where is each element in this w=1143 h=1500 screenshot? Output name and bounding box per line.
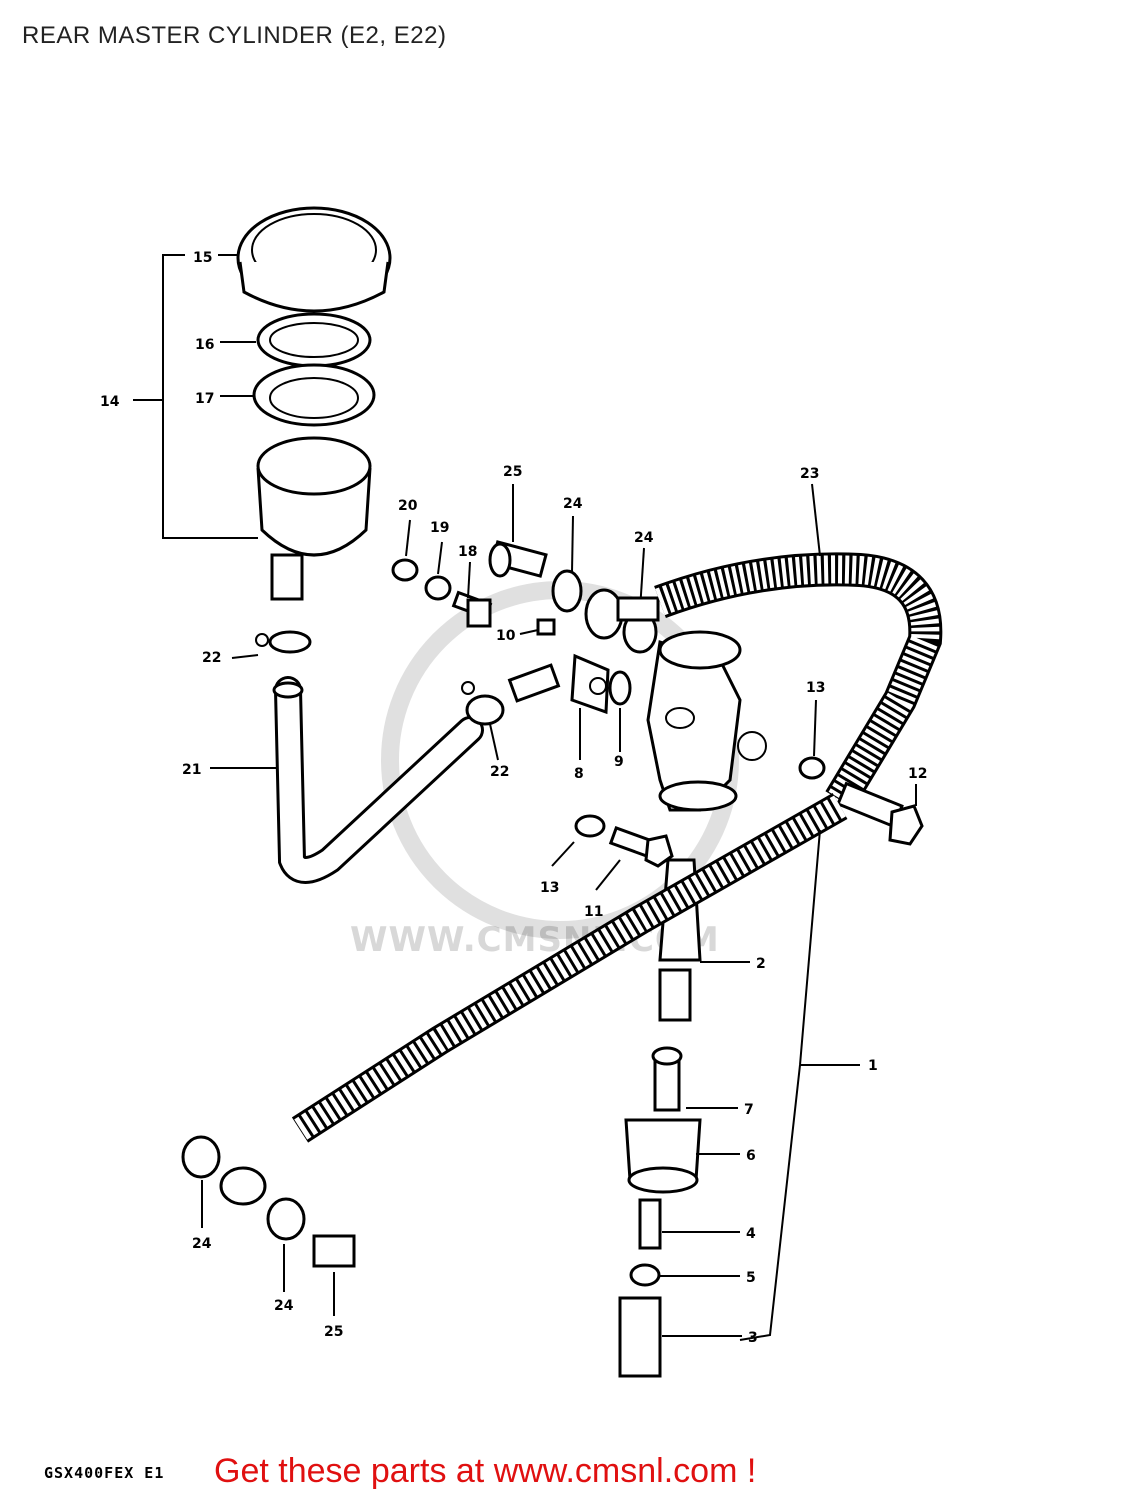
- page-title: REAR MASTER CYLINDER (E2, E22): [22, 22, 447, 49]
- label-17: 17: [195, 391, 214, 407]
- washer-24-upper-a: [551, 569, 583, 613]
- group-14-bracket: [133, 254, 258, 539]
- label-24-lower-a: 24: [192, 1236, 212, 1252]
- hose-clip-upper: [255, 630, 312, 654]
- label-4: 4: [746, 1226, 756, 1242]
- inlet-connector: [507, 653, 610, 715]
- bolt-12: [836, 781, 924, 846]
- label-25-lower: 25: [324, 1324, 343, 1340]
- brake-hose-23: [654, 552, 943, 809]
- washer-13-right: [798, 756, 826, 780]
- promo-link[interactable]: Get these parts at www.cmsnl.com !: [214, 1452, 757, 1490]
- union-bolt-upper: [488, 540, 548, 578]
- pushrod-7: [651, 1046, 683, 1112]
- label-8: 8: [574, 766, 584, 782]
- label-18: 18: [458, 544, 477, 560]
- nut-5: [629, 1263, 661, 1287]
- label-3: 3: [748, 1330, 758, 1346]
- bolt-18: [451, 590, 493, 628]
- label-6: 6: [746, 1148, 756, 1164]
- label-5: 5: [746, 1270, 756, 1286]
- label-24-upper-b: 24: [634, 530, 654, 546]
- boot-6: [624, 1118, 702, 1194]
- label-12: 12: [908, 766, 927, 782]
- label-11: 11: [584, 904, 603, 920]
- label-1: 1: [868, 1058, 878, 1074]
- screw-10: [536, 618, 556, 636]
- label-19: 19: [430, 520, 449, 536]
- label-14: 14: [100, 394, 120, 410]
- label-15: 15: [193, 250, 212, 266]
- o-ring-9: [608, 670, 632, 706]
- label-7: 7: [744, 1102, 754, 1118]
- union-bolt-lower: [312, 1234, 356, 1268]
- label-13-left: 13: [540, 880, 559, 896]
- label-22-upper: 22: [202, 650, 221, 666]
- diaphragm-plate: [252, 363, 376, 427]
- label-24-upper-a: 24: [563, 496, 583, 512]
- label-9: 9: [614, 754, 624, 770]
- diagram-code: GSX400FEX E1: [44, 1464, 165, 1482]
- label-22-lower: 22: [490, 764, 509, 780]
- master-cylinder-body: [646, 630, 767, 812]
- washer-13-left: [574, 814, 606, 838]
- label-10: 10: [496, 628, 516, 644]
- label-23: 23: [800, 466, 819, 482]
- brake-hose-1: [219, 792, 848, 1206]
- label-20: 20: [398, 498, 418, 514]
- bolt-11: [608, 826, 674, 868]
- washer-20: [391, 558, 419, 582]
- rod-4: [638, 1198, 662, 1250]
- label-16: 16: [195, 337, 214, 353]
- clevis-3: [618, 1296, 662, 1378]
- label-25-upper: 25: [503, 464, 522, 480]
- reservoir-body: [256, 436, 372, 601]
- hose-clip-lower: [461, 681, 505, 726]
- o-ring-19: [424, 575, 452, 601]
- label-21: 21: [182, 762, 201, 778]
- washer-24-lower-a: [181, 1135, 221, 1179]
- diaphragm: [256, 312, 372, 368]
- reservoir-hose: [272, 676, 484, 884]
- banjo-fitting-upper: [584, 588, 660, 640]
- reservoir-cap: [236, 206, 392, 313]
- label-13-right: 13: [806, 680, 825, 696]
- washer-24-lower-b: [266, 1197, 306, 1241]
- label-24-lower-b: 24: [274, 1298, 294, 1314]
- label-2: 2: [756, 956, 766, 972]
